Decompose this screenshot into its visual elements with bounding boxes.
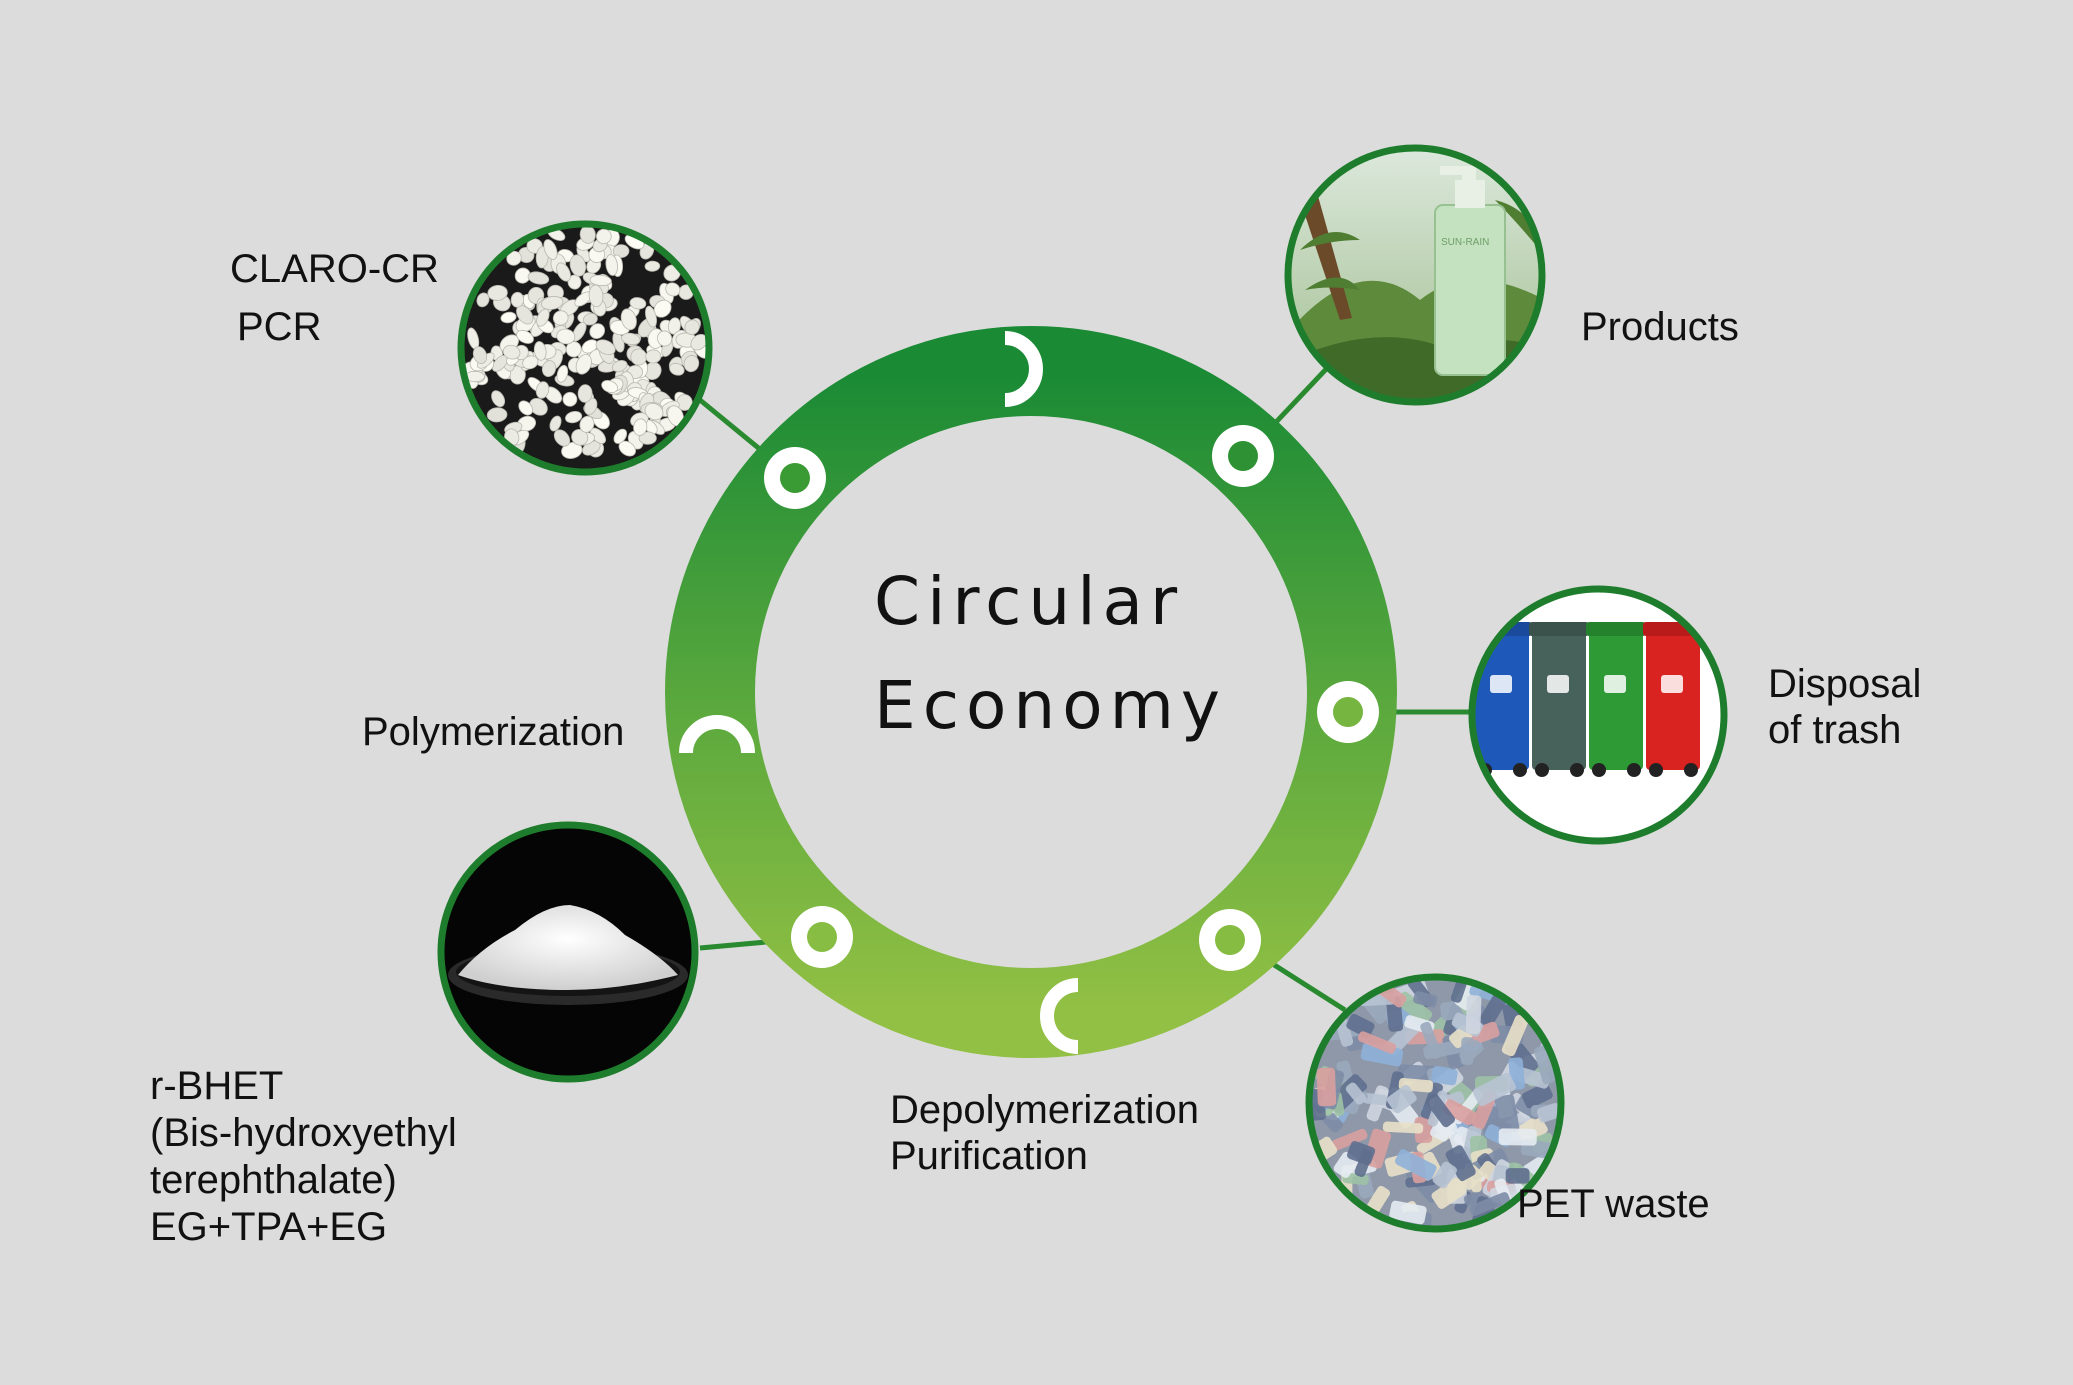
depolymerization-label: Depolymerization — [890, 1088, 1200, 1132]
bhet-label-line1: r-BHET — [150, 1064, 284, 1108]
trash-bins-image — [1468, 585, 1728, 845]
ring-node-markers — [764, 425, 1379, 971]
bhet-label-line2: (Bis-hydroxyethyl — [150, 1111, 457, 1155]
pet-waste-label: PET waste — [1517, 1182, 1710, 1226]
pellets-image — [457, 220, 713, 476]
bhet-label-line4: EG+TPA+EG — [150, 1205, 388, 1249]
product-bottle-image: SUN-RAIN — [1284, 144, 1546, 406]
center-title-line2: Economy — [874, 667, 1227, 744]
pcr-label: PCR — [237, 305, 322, 349]
disposal-label-line1: Disposal — [1768, 662, 1922, 706]
bhet-label-line3: terephthalate) — [150, 1158, 397, 1202]
purification-label: Purification — [890, 1134, 1088, 1178]
center-title-line1: Circular — [874, 563, 1185, 640]
disposal-label-line2: of trash — [1768, 708, 1902, 752]
claro-label: CLARO-CR — [230, 247, 439, 291]
ring-arrow-markers — [679, 331, 1079, 1054]
svg-text:SUN-RAIN: SUN-RAIN — [1441, 237, 1489, 248]
polymerization-label: Polymerization — [362, 710, 625, 754]
bhet-powder-image — [437, 821, 699, 1083]
pet-bottles-image — [1305, 973, 1565, 1233]
products-label: Products — [1581, 305, 1739, 349]
